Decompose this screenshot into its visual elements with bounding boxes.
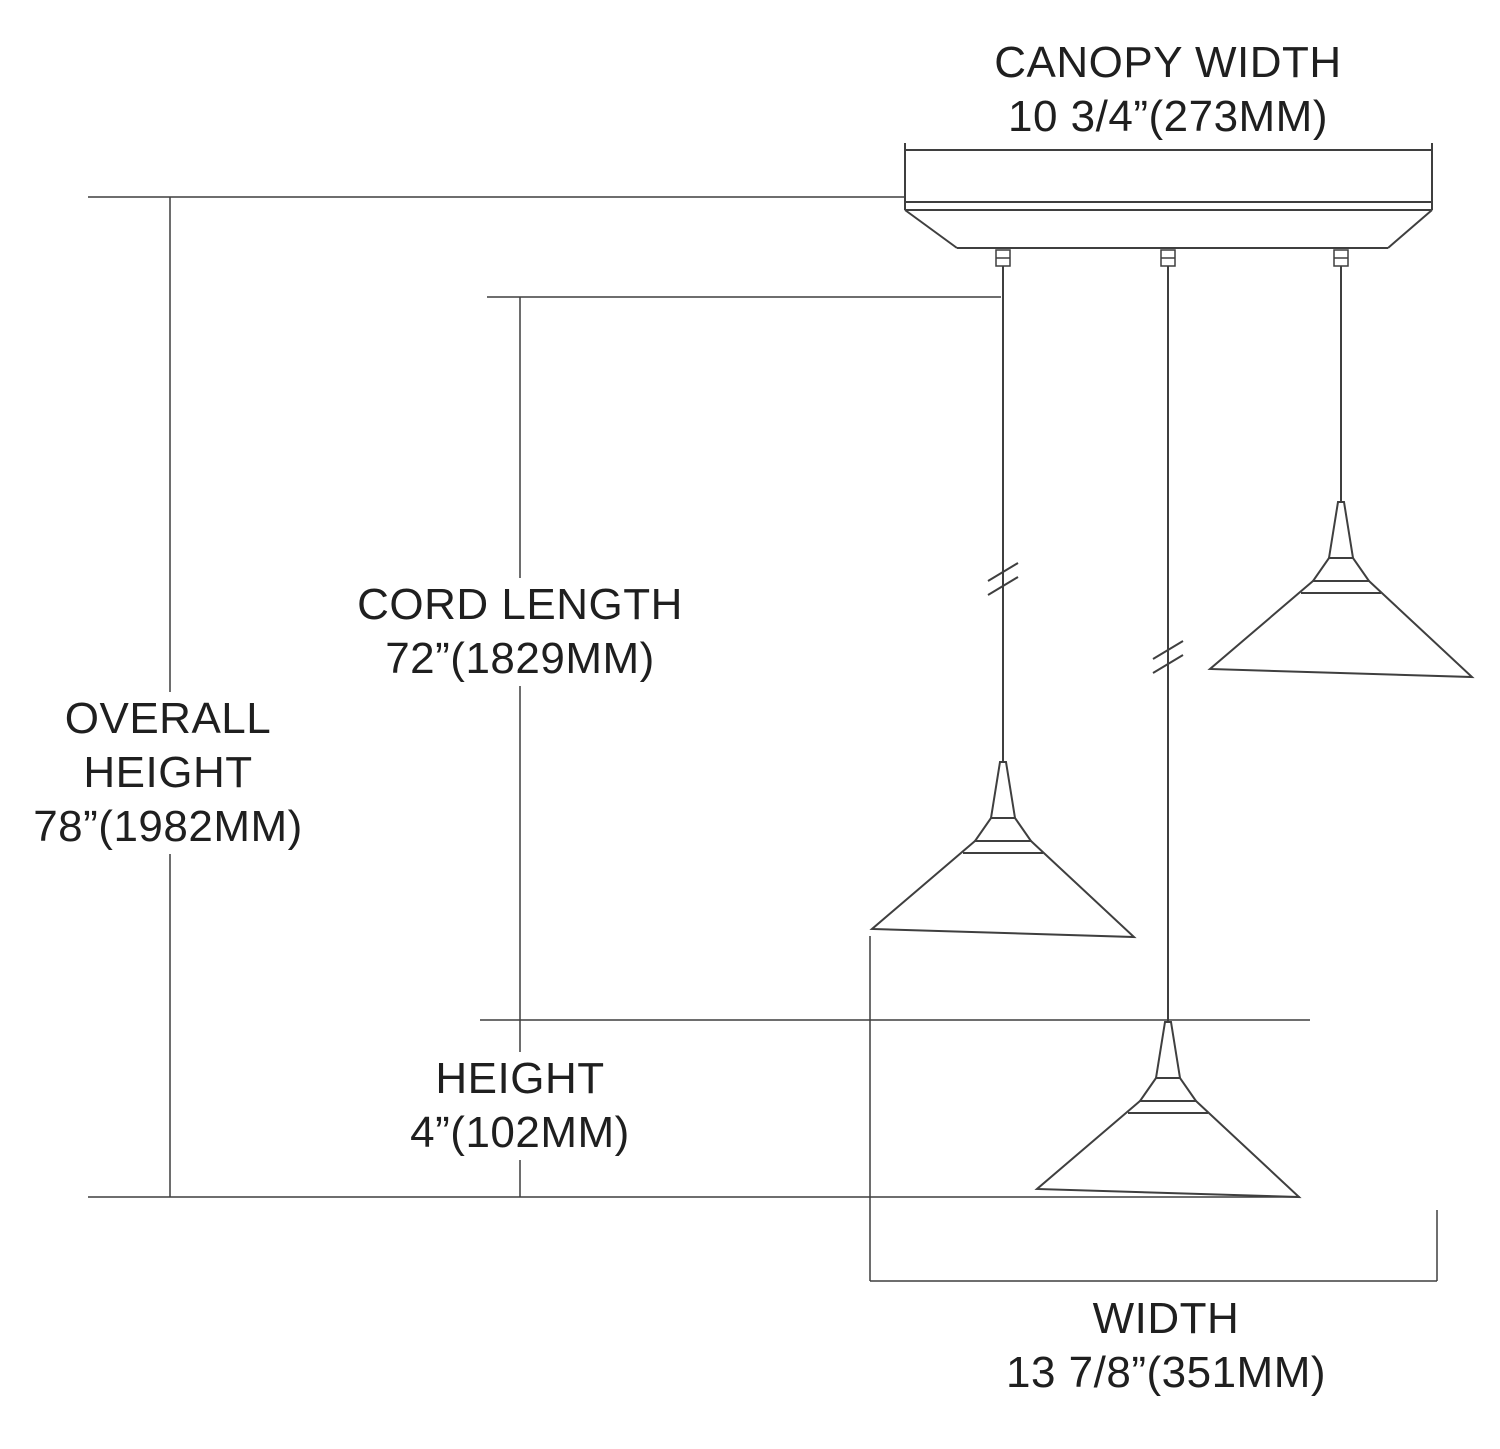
- break-mark-center-1: [1152, 640, 1184, 660]
- canopy-width-value: 10 3/4”(273MM): [1007, 92, 1328, 141]
- canopy-width-label: CANOPY WIDTH 10 3/4”(273MM): [986, 36, 1350, 144]
- width-value: 13 7/8”(351MM): [1005, 1348, 1327, 1397]
- width-label: WIDTH 13 7/8”(351MM): [997, 1292, 1335, 1400]
- overall-height-value: 78”(1982MM): [33, 802, 303, 851]
- cord-connectors: [995, 249, 1349, 267]
- pendant-right-shade: [1209, 501, 1473, 678]
- cord-length-label: CORD LENGTH 72”(1829MM): [349, 578, 691, 686]
- canopy-width-title: CANOPY WIDTH: [994, 38, 1342, 87]
- break-mark-left-2: [987, 576, 1019, 596]
- shade-height-title: HEIGHT: [435, 1054, 605, 1103]
- cord-length-value: 72”(1829MM): [385, 634, 655, 683]
- dimension-lines: [88, 196, 1438, 1282]
- break-mark-center-2: [1152, 654, 1184, 674]
- canopy: [904, 143, 1433, 249]
- overall-height-title-line2: HEIGHT: [83, 748, 253, 797]
- overall-height-title-line1: OVERALL: [64, 694, 272, 743]
- shade-height-value: 4”(102MM): [410, 1108, 630, 1157]
- cords: [1002, 266, 1342, 1024]
- cord-length-title: CORD LENGTH: [357, 580, 683, 629]
- break-mark-left-1: [987, 562, 1019, 582]
- overall-height-label: OVERALL HEIGHT 78”(1982MM): [25, 692, 311, 854]
- shade-height-label: HEIGHT 4”(102MM): [402, 1052, 638, 1160]
- canopy-right-slope: [1387, 209, 1433, 249]
- canopy-left-slope: [904, 209, 958, 249]
- pendant-left-shade: [871, 761, 1135, 938]
- pendant-center-shade: [1036, 1021, 1300, 1198]
- width-title: WIDTH: [1092, 1294, 1240, 1343]
- cord-break-marks: [987, 562, 1184, 674]
